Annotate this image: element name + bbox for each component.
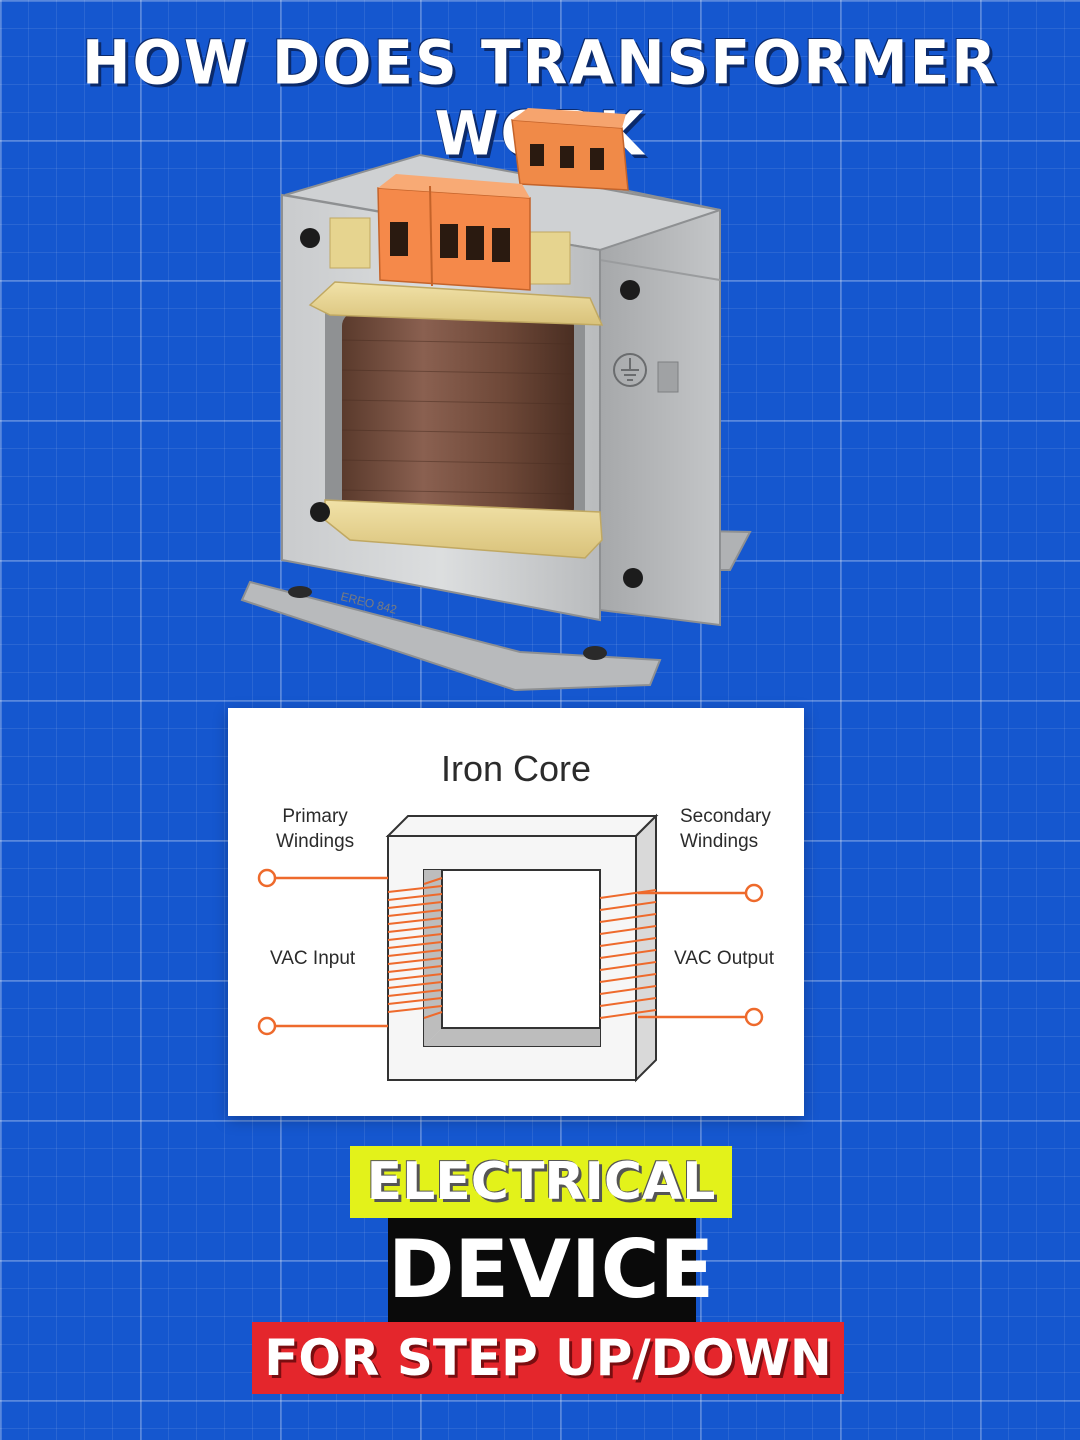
vac-input-label: VAC Input bbox=[270, 948, 356, 969]
primary-label-line1: Primary bbox=[282, 806, 348, 827]
transformer-photo: EREO 842 bbox=[240, 108, 752, 692]
secondary-label-line2: Windings bbox=[680, 831, 759, 852]
secondary-label-line1: Secondary bbox=[680, 806, 771, 827]
tag-electrical: ELECTRICAL bbox=[350, 1146, 732, 1218]
primary-label-line2: Windings bbox=[276, 831, 355, 852]
core-drawing bbox=[257, 813, 764, 1083]
iron-core-diagram: Iron Core Primary Windings Secondary Win… bbox=[228, 708, 804, 1116]
secondary-windings-label: Secondary Windings bbox=[680, 804, 771, 854]
tag-device: DEVICE bbox=[388, 1218, 714, 1322]
terminal-block-back bbox=[511, 108, 629, 191]
tag-step-up-down: FOR STEP UP/DOWN bbox=[252, 1322, 844, 1394]
vac-output-label: VAC Output bbox=[674, 948, 774, 969]
diagram-title: Iron Core bbox=[440, 748, 592, 789]
primary-windings-label: Primary Windings bbox=[276, 804, 354, 854]
terminal-block-front bbox=[377, 174, 531, 291]
